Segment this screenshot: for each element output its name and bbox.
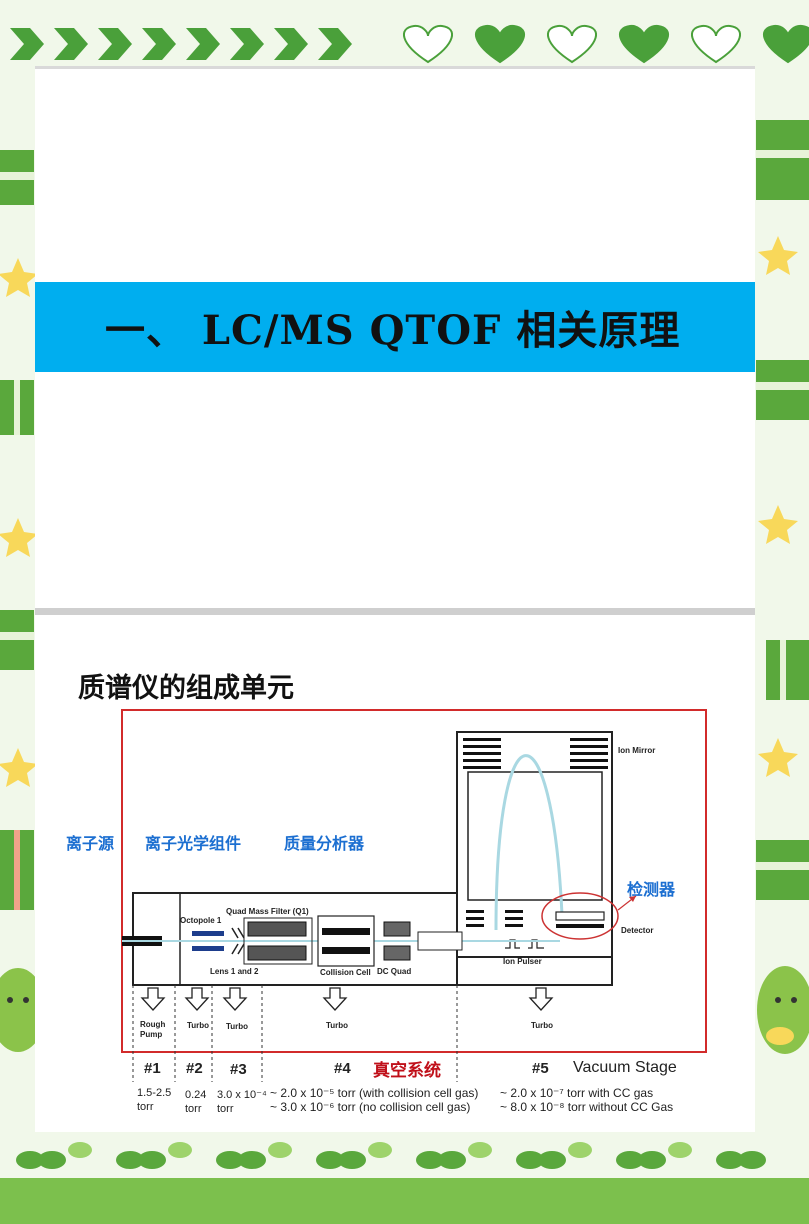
star-icon <box>0 236 798 787</box>
label-detector-category: 检测器 <box>627 880 676 899</box>
quad-rod-lower <box>247 945 307 961</box>
pressure-stage-1: 1.5-2.5 torr <box>137 1087 172 1113</box>
quad-rod-upper <box>247 921 307 937</box>
flight-tube <box>456 731 613 958</box>
label-rough-pump: Rough Pump <box>140 1020 166 1039</box>
detector-base <box>556 924 604 928</box>
label-octopole: Octopole 1 <box>180 916 222 925</box>
octopole-rod <box>192 931 224 936</box>
lens-1 <box>231 927 239 939</box>
label-turbo-3: Turbo <box>326 1021 349 1030</box>
label-vacuum-stage: Vacuum Stage <box>573 1059 677 1076</box>
pressure-stage-4: ~ 2.0 x 10⁻⁵ torr (with collision cell g… <box>270 1086 479 1114</box>
cartoon-bean-icon <box>0 966 809 1054</box>
detector-plate <box>555 911 605 921</box>
gift-box-icon <box>0 120 809 910</box>
ion-pulser-plates <box>466 910 523 927</box>
section-divider <box>35 608 755 615</box>
lens-2 <box>237 927 245 939</box>
ion-mirror-plates <box>463 738 608 769</box>
ion-flight-path <box>494 754 564 931</box>
label-dc-quad: DC Quad <box>377 967 412 976</box>
stage-3: #3 <box>230 1061 247 1078</box>
label-detector: Detector <box>621 926 654 935</box>
label-turbo-4: Turbo <box>531 1021 554 1030</box>
stage-separators <box>132 985 458 1082</box>
dc-quad-upper <box>383 921 411 937</box>
pressure-stage-3: 3.0 x 10⁻⁴ torr <box>217 1089 267 1115</box>
collision-cell <box>317 915 375 967</box>
label-mass-analyzer: 质量分析器 <box>284 834 365 853</box>
stage-4: #4 <box>334 1060 351 1077</box>
flight-region <box>467 771 603 901</box>
label-ion-source: 离子源 <box>66 834 115 853</box>
dc-quad-lower <box>383 945 411 961</box>
title-banner: 一、 LC/MS QTOF 相关原理 <box>35 282 755 372</box>
label-lens: Lens 1 and 2 <box>210 967 259 976</box>
top-divider <box>35 66 755 69</box>
transfer-lens <box>417 931 463 951</box>
label-ion-optics: 离子光学组件 <box>145 834 242 853</box>
stage-2: #2 <box>186 1060 203 1077</box>
stage-5: #5 <box>532 1060 549 1077</box>
label-turbo-2: Turbo <box>226 1022 249 1031</box>
heart-border-icon <box>403 24 809 64</box>
label-vacuum-system: 真空系统 <box>373 1061 441 1081</box>
label-turbo-1: Turbo <box>187 1021 210 1030</box>
chevron-border-icon <box>10 28 352 60</box>
pump-arrow-icon <box>140 987 554 1011</box>
sprout-border-icon <box>0 1142 809 1224</box>
label-ion-mirror: Ion Mirror <box>618 746 656 755</box>
detector-highlight <box>541 892 619 940</box>
pressure-stage-5: ~ 2.0 x 10⁻⁷ torr with CC gas ~ 8.0 x 10… <box>500 1086 674 1114</box>
label-collision-cell: Collision Cell <box>320 968 371 977</box>
label-quad-filter: Quad Mass Filter (Q1) <box>226 907 309 916</box>
pressure-stage-2: 0.24 torr <box>185 1089 207 1115</box>
page-title: 一、 LC/MS QTOF 相关原理 <box>105 307 681 354</box>
section-subtitle: 质谱仪的组成单元 <box>78 673 294 704</box>
stage-1: #1 <box>144 1060 161 1077</box>
vacuum-system-frame <box>121 709 707 1053</box>
label-ion-pulser: Ion Pulser <box>503 957 542 966</box>
